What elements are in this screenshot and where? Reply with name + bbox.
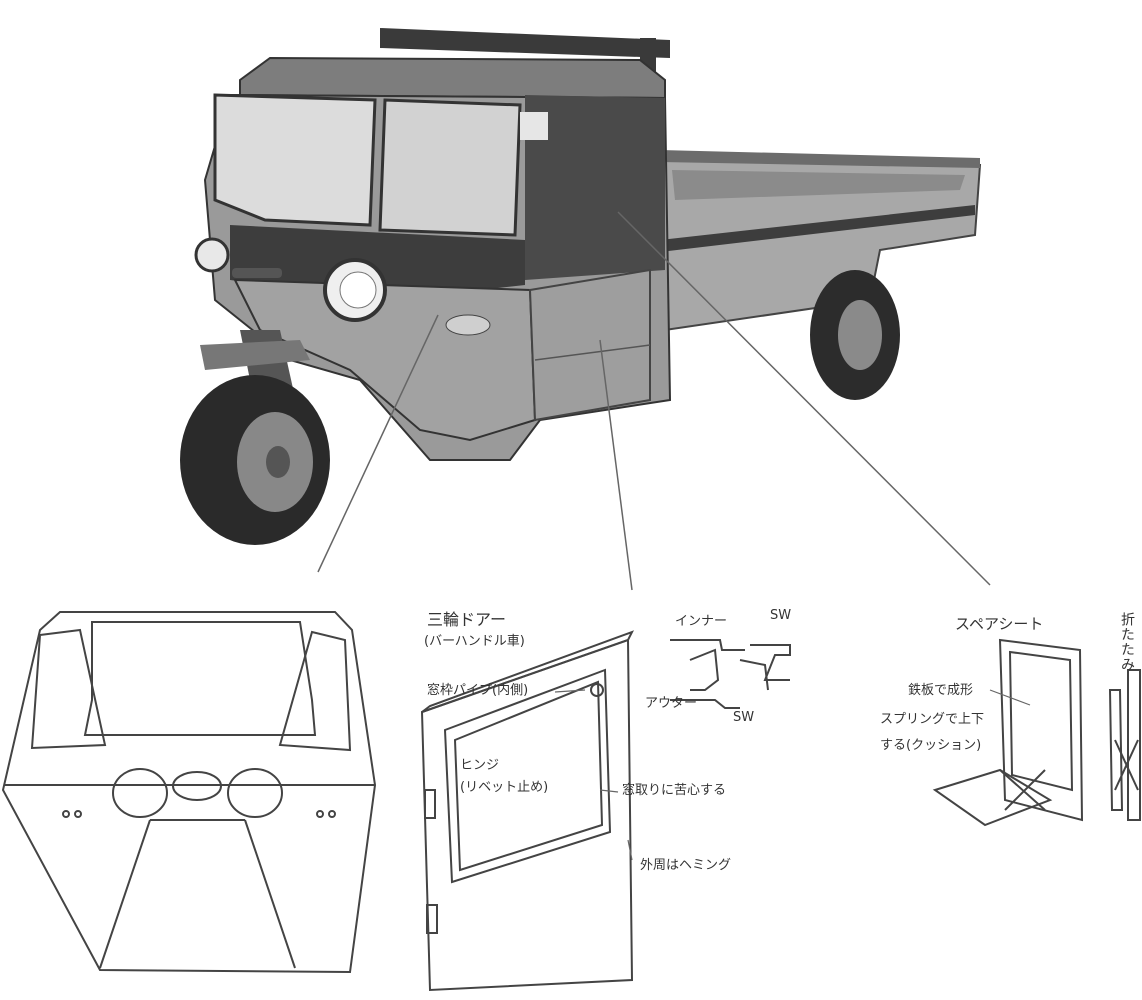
cab-lamp-right-a [316,810,324,818]
spare-seat-sketch [932,638,1141,827]
outer-label: アウター [645,696,698,711]
seat-back-frame [998,638,1084,822]
inner-section [670,639,745,651]
cab-roof [239,56,666,100]
door-crease [534,344,651,361]
cab-grille-emblem [172,771,222,801]
door-panel [528,268,651,422]
leader-steel [989,689,1031,706]
seat-back-cushion [1008,650,1074,792]
section-outer [670,699,740,709]
leader-hemming [627,839,633,861]
cargo-bed-stripe [660,205,975,252]
cab-left-pillar [30,628,107,750]
seat-support-b [1004,769,1046,811]
door-opening [525,95,665,280]
door-sketch [420,630,635,992]
right-headlight-lens [339,271,377,309]
cab-lower-left [99,819,151,969]
front-wheel-center [266,446,290,478]
window-note-label: 窓取りに苦心する [622,783,727,798]
cab-lower-right [244,819,296,969]
front-grille [232,268,282,278]
section-profile [689,648,720,691]
cargo-bed-top-rim [660,150,980,168]
cab-windshield-frame [83,621,317,736]
door-handle [590,683,604,697]
leader-door [599,339,633,591]
cab-headlight-left [112,768,168,818]
frame-pipe-label: 窓枠パイプ(内側) [427,683,529,698]
cab-headlight-right [227,768,283,818]
cab-front-sketch [1,611,377,974]
seat-support-a [999,769,1046,811]
folded-cross-b [1114,739,1139,791]
door-window-inner [453,680,604,872]
spring-label-line2: する(クッション) [880,738,982,753]
left-headlight [194,237,230,273]
door-window-frame [443,668,612,884]
leader-window-note [599,789,619,793]
spring-label-line1: スプリングで上下 [880,712,985,727]
sw-lower-label: SW [733,710,755,725]
section-right-b [739,659,769,691]
cab-right-pillar [278,630,352,752]
leader-lines [317,211,991,591]
rear-wheel-hub [838,300,882,370]
door-hinge-lower [426,904,438,934]
inner-label: インナー [675,614,728,629]
folded-seat-back [1127,669,1141,821]
hemming-label: 外周はヘミング [640,858,732,873]
door-outer-edge [421,630,635,713]
annotation-leaders [554,689,1031,861]
door-title-label: 三輪ドアー [427,610,507,629]
side-emblem [445,314,491,336]
cab-lamp-right-b [328,810,336,818]
cab-dark-band [230,225,525,300]
spare-seat-label: スペアシート [955,615,1044,633]
folded-seat-side [1108,689,1124,811]
hinge-label: ヒンジ [460,758,500,773]
door-subtitle-label: (バーハンドル車) [424,634,525,649]
cab-lamp-left-a [62,810,70,818]
leader-seat [617,211,991,586]
steel-formed-label: 鉄板で成形 [908,683,974,698]
hinge-note-label: (リベット止め) [460,780,549,795]
seat-cushion [932,768,1053,827]
leader-frame-pipe [554,689,586,693]
rear-cab-window [520,112,548,140]
cargo-bed-floor [672,170,965,200]
door-hinge-upper [424,789,436,819]
three-wheel-truck-photo [180,28,982,545]
side-window [378,98,522,237]
folding-label: 折たたみ [1119,612,1135,672]
cab-outline [1,611,377,974]
section-right [750,644,791,681]
leader-cab [317,314,439,573]
front-fender [200,340,310,370]
cab-lamp-left-b [74,810,82,818]
windshield [213,93,377,227]
door-section-sketch [670,639,791,709]
roof-rack [380,28,670,58]
sw-upper-label: SW [770,608,792,623]
